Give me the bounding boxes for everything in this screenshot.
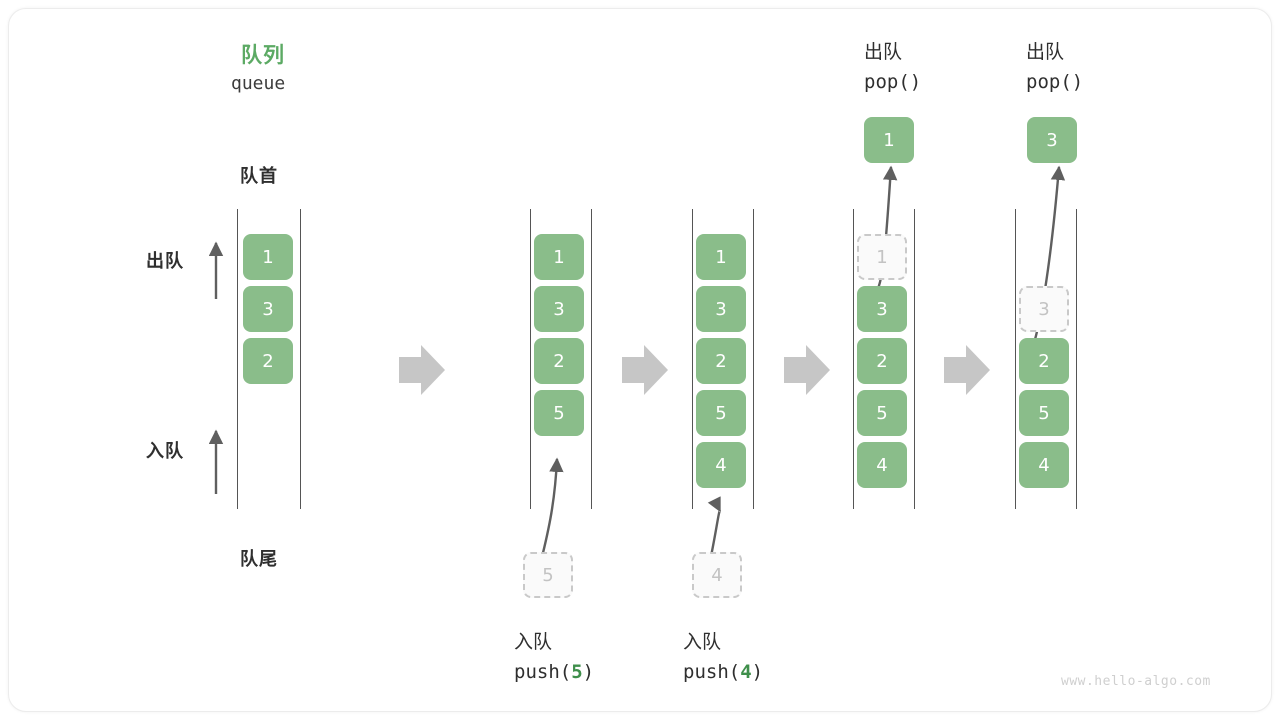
queue-cell: 4 [1019,442,1069,488]
push-caption-cn: 入队 [683,631,722,653]
push-code-arg: 5 [571,661,583,683]
queue-cell-new: 4 [696,442,746,488]
push-caption-cn: 入队 [514,631,553,653]
rail-right [914,209,915,509]
rail-right [1076,209,1077,509]
rail-right [300,209,301,509]
rail-right [753,209,754,509]
step-chevron-3 [784,345,830,395]
rail-left [692,209,693,509]
queue-cell: 3 [243,286,293,332]
diagram-title-cn: 队列 [241,43,285,67]
pop-header-code: pop() [864,71,922,93]
push-code-suffix: ) [582,661,595,683]
queue-cell: 3 [696,286,746,332]
queue-cell-new: 5 [534,390,584,436]
queue-cell: 2 [1019,338,1069,384]
push-source-cell: 4 [692,552,742,598]
diagram-title-en: queue [231,73,286,94]
rail-left [530,209,531,509]
queue-cell: 5 [857,390,907,436]
queue-cell: 2 [696,338,746,384]
push-5-arrow [539,457,564,562]
queue-cell: 1 [534,234,584,280]
diagram-frame: 队列 queue 队首 队尾 出队 入队 1 3 2 1 3 2 5 5 入队 … [8,8,1272,712]
step-chevron-1 [399,345,445,395]
queue-cell: 4 [857,442,907,488]
rail-left [1015,209,1016,509]
queue-cell-removed: 3 [1019,286,1069,332]
queue-cell: 2 [243,338,293,384]
popped-cell: 1 [864,117,914,163]
push-code-prefix: push( [514,661,572,683]
queue-cell-removed: 1 [857,234,907,280]
rail-right [591,209,592,509]
queue-cell: 1 [696,234,746,280]
queue-cell: 3 [534,286,584,332]
arrow-layer [208,165,1066,562]
rear-label: 队尾 [240,549,278,570]
push-code-prefix: push( [683,661,741,683]
pop-header-cn: 出队 [864,41,903,63]
queue-cell: 2 [857,338,907,384]
rail-left [853,209,854,509]
push-caption-code: push(5) [514,661,594,683]
step-chevron-2 [622,345,668,395]
watermark: www.hello-algo.com [1061,674,1211,689]
pop-header-code: pop() [1026,71,1084,93]
push-source-cell: 5 [523,552,573,598]
rail-left [237,209,238,509]
enqueue-label: 入队 [146,441,184,462]
queue-cell: 5 [1019,390,1069,436]
queue-cell: 1 [243,234,293,280]
queue-cell: 5 [696,390,746,436]
queue-cell: 3 [857,286,907,332]
queue-cell: 2 [534,338,584,384]
pop-header-cn: 出队 [1026,41,1065,63]
dequeue-label: 出队 [146,251,184,272]
front-label: 队首 [240,166,278,187]
popped-cell: 3 [1027,117,1077,163]
push-code-suffix: ) [751,661,764,683]
push-caption-code: push(4) [683,661,763,683]
step-chevron-4 [944,345,990,395]
push-code-arg: 4 [740,661,752,683]
